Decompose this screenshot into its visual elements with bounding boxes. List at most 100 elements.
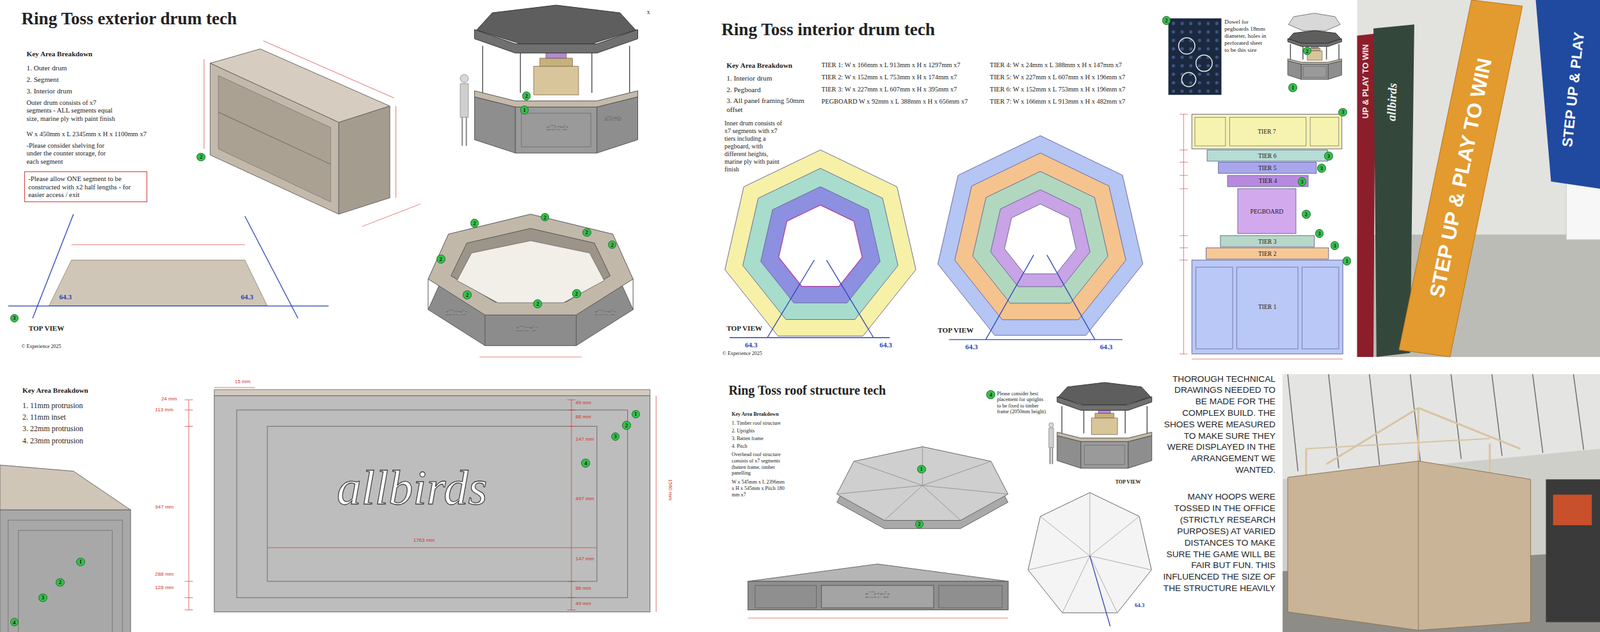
pegboard-hole: [1171, 64, 1176, 68]
kiosk-panel-frame: [521, 113, 592, 148]
angle-line: [729, 337, 890, 338]
segment-side: [338, 106, 390, 215]
tier-band: PEGBOARD: [1237, 188, 1296, 234]
list-item: 4. 23mm protrusion: [22, 436, 84, 446]
list-heading: Key Area Breakdown: [22, 386, 89, 395]
sign-text: STEP UP & PLAY: [1559, 31, 1588, 148]
dimension-tick: [1179, 175, 1188, 176]
callout-number: 2: [1164, 17, 1168, 24]
kiosk-tiers: [533, 66, 579, 96]
callout-circle: 2: [196, 152, 206, 162]
segment-top: [0, 465, 131, 511]
roof-elevation: [748, 564, 1009, 582]
view-label: TOP VIEW: [726, 324, 763, 333]
pegboard-hole: [1206, 89, 1210, 93]
callout-number: 2: [199, 153, 203, 160]
callout-circle: 2: [622, 421, 632, 431]
pegboard-hole: [1215, 64, 1219, 68]
view-label: TOP VIEW: [1115, 479, 1142, 486]
angle-line: [767, 260, 815, 338]
dimension-label: 1560 mm: [667, 479, 674, 501]
shelf-line: [218, 112, 331, 164]
fascia-elevation: [748, 581, 1009, 611]
tier-band: TIER 2: [1206, 247, 1329, 260]
ring: [1181, 72, 1196, 87]
person-figure: [461, 117, 463, 146]
logo-text: allbirds: [864, 590, 889, 601]
roof-top: [837, 446, 1008, 521]
ring: [1178, 37, 1196, 55]
tier-ring: [1004, 204, 1077, 274]
pegboard-hole: [1189, 55, 1193, 59]
panel-frame: [236, 410, 628, 598]
dimension-label: 15 mm: [234, 378, 251, 386]
kiosk-fascia: [1287, 39, 1342, 47]
callout-circle: 2: [540, 213, 550, 223]
story-text: THOROUGH TECHNICAL DRAWINGS NEEDED TO BE…: [1160, 373, 1276, 477]
photo-ceiling: [1282, 374, 1600, 480]
list-item: 3. 22mm protrusion: [22, 424, 84, 434]
dimension-tick: [1179, 188, 1188, 189]
photo-beam: [1369, 374, 1380, 466]
kiosk-post: [481, 46, 484, 93]
drum-edge: [484, 314, 486, 346]
dimension-tick: [567, 426, 576, 427]
callout-number: 1: [522, 106, 526, 114]
pegboard-hole: [1180, 89, 1184, 93]
panel-top-edge: [214, 389, 651, 397]
tier-ring: [760, 186, 881, 304]
dimension-tick: [184, 400, 194, 401]
tier-ring: [725, 149, 916, 336]
list-item: 3. Interior drum: [26, 87, 72, 96]
callout-number: 3: [1333, 242, 1336, 249]
dimension-line: [263, 40, 394, 98]
list-item: 1. Interior drum: [726, 74, 772, 83]
callout-circle: 2: [55, 578, 65, 588]
callout-number: 3: [1341, 108, 1344, 116]
roof-rafter: [922, 485, 960, 521]
logo-text: allbirds: [545, 123, 568, 132]
kiosk-panel: [597, 97, 639, 154]
callout-number: 2: [917, 520, 921, 528]
sign-board: STEP UP & PLAY TO WIN: [1404, 8, 1517, 348]
copyright: © Experience 2025: [21, 343, 61, 351]
pegboard-hole: [1189, 21, 1193, 25]
story-text: MANY HOOPS WERE TOSSED IN THE OFFICE (ST…: [1160, 491, 1276, 594]
note-text: -Please allow ONE segment to be construc…: [28, 174, 143, 199]
pegboard-hole: [1206, 39, 1210, 43]
pegboard-hole: [1171, 39, 1176, 43]
pegboard-hole: [1171, 55, 1176, 59]
pegboard-hole: [1215, 21, 1219, 25]
kiosk-post: [629, 46, 631, 93]
tier-ring: [743, 168, 899, 320]
tier-label: TIER 6: [1258, 152, 1277, 160]
callout-circle: 3: [38, 593, 48, 603]
dimension-tick: [1179, 353, 1188, 355]
dimension-spec: TIER 6: W x 152mm x L 753mm x H x 196mm …: [990, 85, 1126, 94]
note-box: -Please allow ONE segment to be construc…: [24, 171, 147, 203]
callout-number: 1: [1345, 257, 1348, 265]
pegboard-hole: [1180, 21, 1184, 25]
drum-edge: [632, 279, 634, 310]
sign-board-face: [1357, 33, 1376, 358]
angle-line: [8, 305, 329, 307]
callout-circle: 1: [631, 410, 641, 420]
dimension-spec: PEGBOARD W x 92mm x L 388mm x H x 656mm …: [821, 97, 968, 106]
pegboard-hole: [1215, 47, 1219, 51]
angle-line: [949, 339, 1123, 340]
callout-number: 2: [585, 229, 589, 236]
roof-rafter: [1089, 492, 1090, 557]
tier-band-fill: [1191, 114, 1342, 150]
kiosk-fascia: [474, 29, 638, 54]
note-text: Please consider best placement for uprig…: [997, 391, 1047, 416]
callout-number: 3: [1317, 230, 1321, 237]
sign-board: STEP UP & PLAY: [1548, 0, 1599, 181]
sign-board-face: [1399, 0, 1523, 358]
dimension-label: 288 mm: [154, 571, 174, 578]
callout-number: 3: [1300, 178, 1304, 185]
dimension-label: 113 mm: [154, 407, 173, 414]
angle-label: 64.3: [240, 293, 254, 302]
kiosk-panel: [1328, 60, 1342, 80]
callout-number: 3: [12, 314, 16, 322]
